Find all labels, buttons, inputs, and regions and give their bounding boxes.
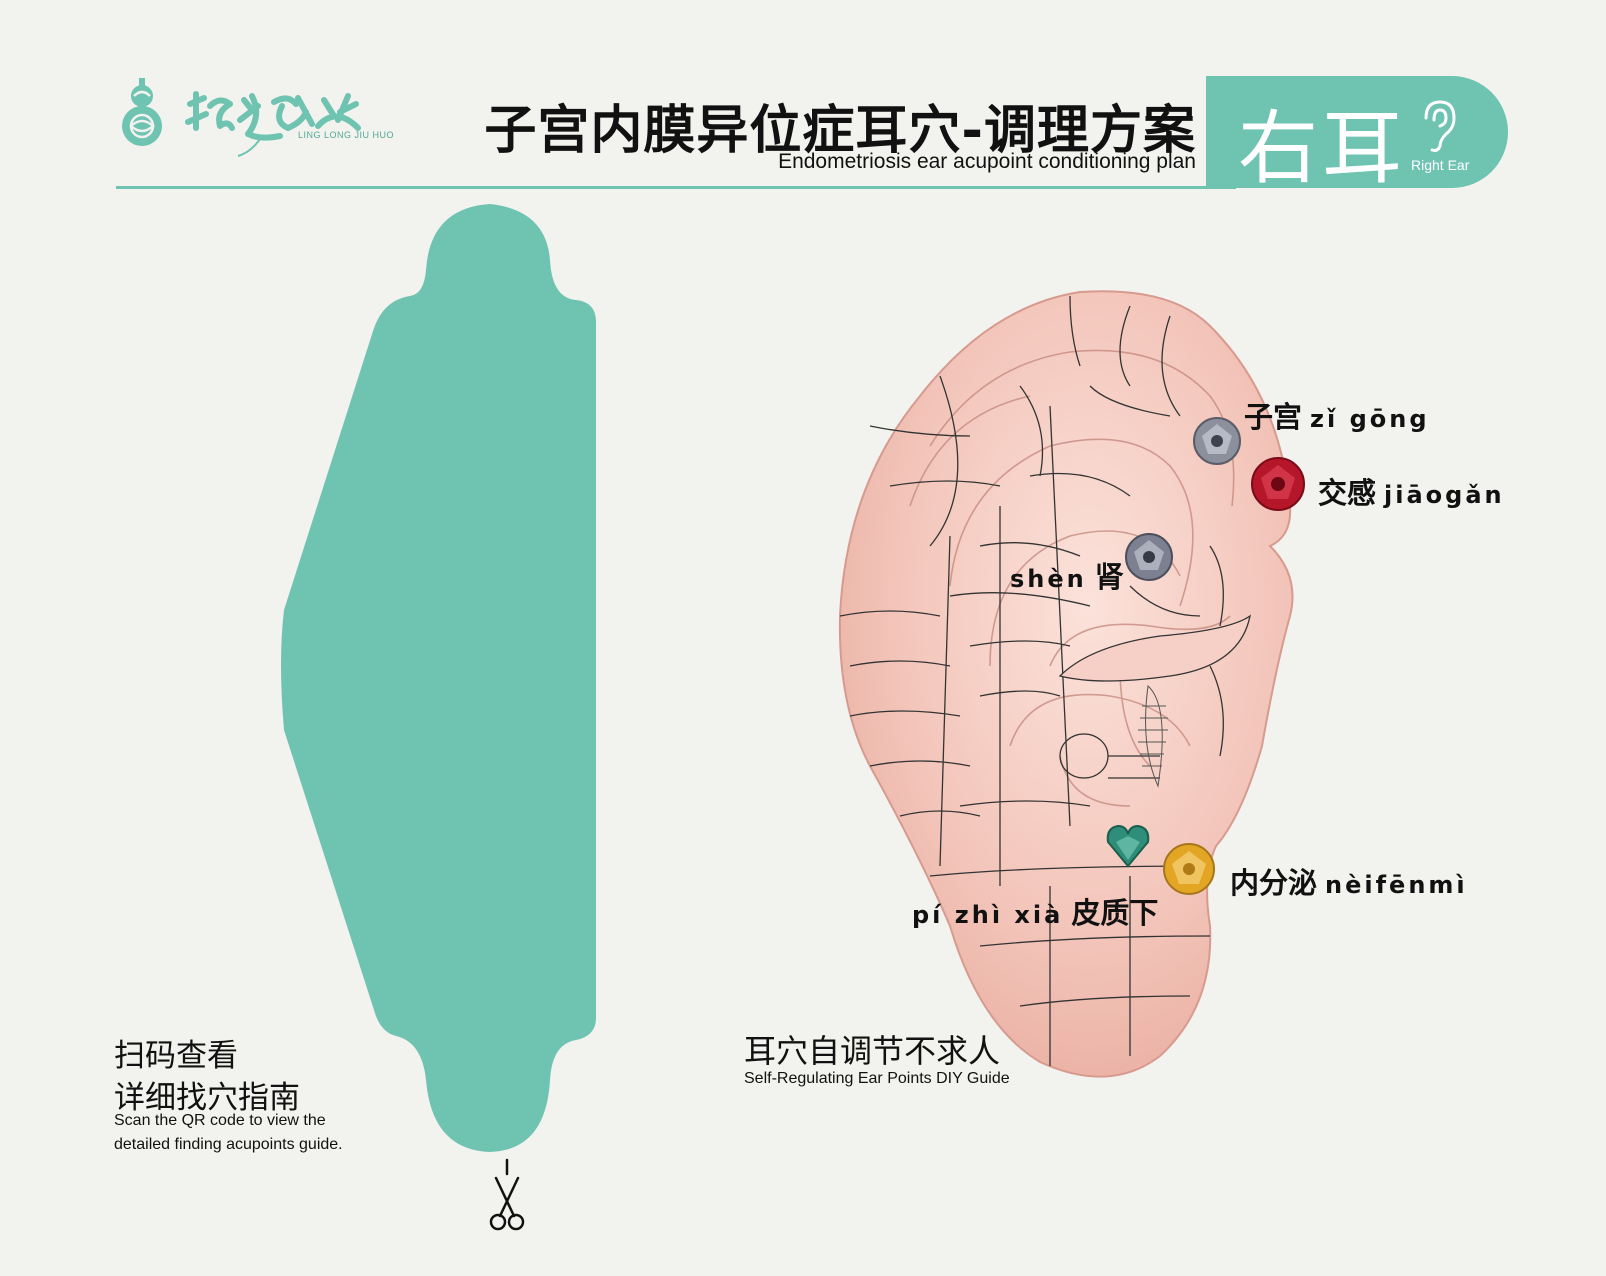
acupoint-pinyin: shèn — [1010, 565, 1087, 593]
acupoint-name: 肾 — [1094, 560, 1124, 594]
acupoint-name: 内分泌 — [1230, 866, 1318, 900]
brand-logo-subtitle: LING LONG JIU HUO — [298, 130, 395, 140]
gem-neifenmi — [1163, 843, 1215, 895]
acupoint-pinyin: zǐ gōng — [1310, 405, 1430, 433]
qr-caption-line2: 详细找穴指南 — [114, 1080, 300, 1116]
qr-caption-en-line1: Scan the QR code to view the — [114, 1112, 326, 1129]
ear-side-label: 右耳 — [1238, 102, 1406, 195]
ear-icon — [1424, 100, 1456, 152]
acupoint-pinyin: pí zhì xià — [912, 901, 1064, 929]
ear-side-label-en: Right Ear — [1411, 157, 1470, 173]
gem-jiaogan — [1251, 457, 1305, 511]
page-title: 子宫内膜异位症耳穴-调理方案 — [484, 101, 1196, 161]
ear-outline — [838, 290, 1294, 1078]
gem-pizhixia — [1106, 824, 1150, 868]
gem-zigong — [1193, 417, 1241, 465]
acupoint-pinyin: nèifēnmì — [1325, 871, 1468, 899]
page-subtitle: Endometriosis ear acupoint conditioning … — [778, 150, 1196, 173]
guide-subtitle: Self-Regulating Ear Points DIY Guide — [744, 1070, 1010, 1087]
acupoint-name: 皮质下 — [1071, 896, 1159, 930]
acupoint-pinyin: jiāogǎn — [1384, 481, 1505, 509]
qr-panel — [281, 204, 596, 1152]
qr-caption-line1: 扫码查看 — [114, 1038, 238, 1074]
header-divider — [116, 186, 1236, 189]
qr-caption-en-line2: detailed finding acupoints guide. — [114, 1136, 343, 1153]
acupoint-name: 交感 — [1318, 476, 1377, 510]
acupoint-name: 子宫 — [1244, 400, 1303, 434]
ear-side-tag — [1206, 76, 1508, 188]
scissors-icon — [489, 1158, 525, 1231]
gem-shen — [1125, 533, 1173, 581]
brand-logo — [122, 78, 361, 157]
guide-title: 耳穴自调节不求人 — [744, 1032, 1001, 1070]
